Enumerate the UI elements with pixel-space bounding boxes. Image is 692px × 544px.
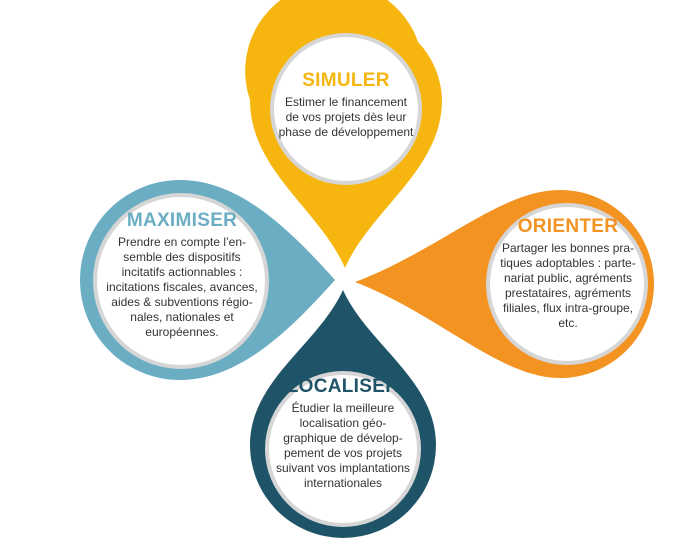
petal-orienter-line: prestataires, agréments [504,286,632,300]
petal-simuler-shape [245,0,442,268]
petal-localiser-line: Étudier la meilleure [291,401,395,415]
petal-localiser-line: internationales [303,476,383,490]
petal-maximiser-line: aides & subventions régio- [111,295,253,309]
petal-orienter-shape [355,190,654,378]
petal-simuler-line: de vos projets dès leur [285,110,407,124]
petal-maximiser-inner [97,197,265,365]
petal-maximiser-line: incitatifs actionnables : [121,265,243,279]
petal-localiser-inner [269,375,417,523]
petal-localiser-line: suivant vos implantations [275,461,411,475]
petal-simuler-inner [274,37,418,181]
petal-orienter-title: ORIENTER [517,216,619,237]
petal-orienter-inner [490,207,644,361]
petal-simuler-line: phase de développement [278,125,414,139]
petal-orienter-line: Partager les bonnes pra- [501,241,635,255]
petal-orienter: ORIENTER Partager les bonnes pra- tiques… [493,216,643,331]
petal-simuler: SIMULER Estimer le financement de vos pr… [271,70,421,140]
petal-simuler-title: SIMULER [302,70,390,91]
petal-orienter-line: etc. [558,316,578,330]
petal-localiser-line: localisation géo- [299,416,387,430]
petal-maximiser: MAXIMISER Prendre en compte l’en- semble… [101,210,263,340]
petal-orienter-line: tiques adoptables : parte- [500,256,636,270]
petal-localiser-title: LOCALISER [286,376,400,397]
petal-orienter-line: filiales, flux intra-groupe, [502,301,634,315]
petal-maximiser-line: semble des dispositifs [123,250,241,264]
petal-localiser-shape [250,290,436,538]
petal-maximiser-line: européennes. [145,325,219,339]
petal-localiser-line: graphique de dévelop- [283,431,403,445]
petal-maximiser-line: nales, nationales et [130,310,234,324]
petal-maximiser-title: MAXIMISER [126,210,238,231]
petal-orienter-line: nariat public, agréments [503,271,633,285]
petal-maximiser-line: incitations fiscales, avances, [106,280,258,294]
petal-maximiser-line: Prendre en compte l’en- [117,235,247,249]
petal-localiser: LOCALISER Étudier la meilleure localisat… [268,376,418,491]
petal-maximiser-shape [80,180,335,380]
petal-localiser-line: pement de vos projets [283,446,403,460]
petal-simuler-line: Estimer le financement [284,95,408,109]
